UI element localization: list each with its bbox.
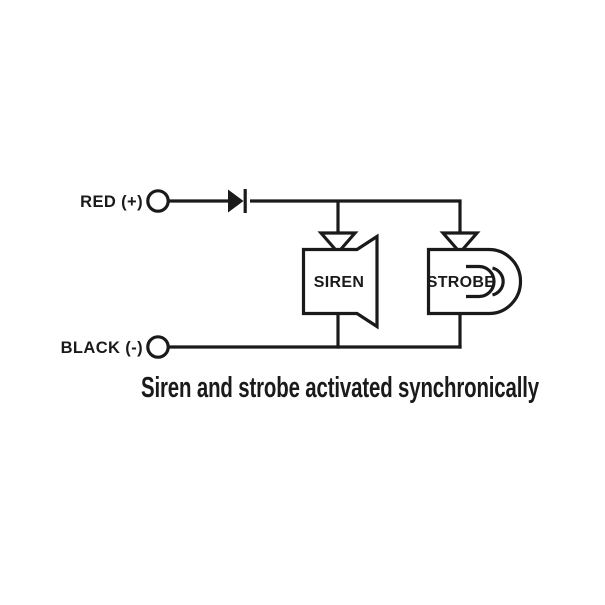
siren-horn-body-icon [301, 233, 379, 330]
red-terminal-node[interactable] [146, 189, 170, 213]
terminals-group [146, 189, 170, 359]
siren-input-triangle-icon [317, 231, 359, 255]
strobe-lamp-horseshoe-icon [466, 264, 496, 299]
strobe-body-icon [426, 247, 523, 316]
diode-symbol [228, 189, 247, 213]
black-terminal-node[interactable] [146, 335, 170, 359]
strobe-input-triangle-icon [439, 231, 481, 255]
red-terminal-label: RED (+) [80, 193, 143, 211]
strobe-label: STROBE [427, 274, 495, 291]
siren-branch-group: SIREN [301, 201, 379, 349]
strobe-branch-group: STROBE [426, 201, 523, 349]
diagram-caption: Siren and strobe activated synchronicall… [141, 372, 539, 404]
strobe-beam-arc-icon [491, 266, 505, 297]
diode-triangle-icon [228, 189, 244, 213]
black-terminal-label: BLACK (-) [61, 339, 143, 357]
siren-label: SIREN [314, 274, 364, 291]
